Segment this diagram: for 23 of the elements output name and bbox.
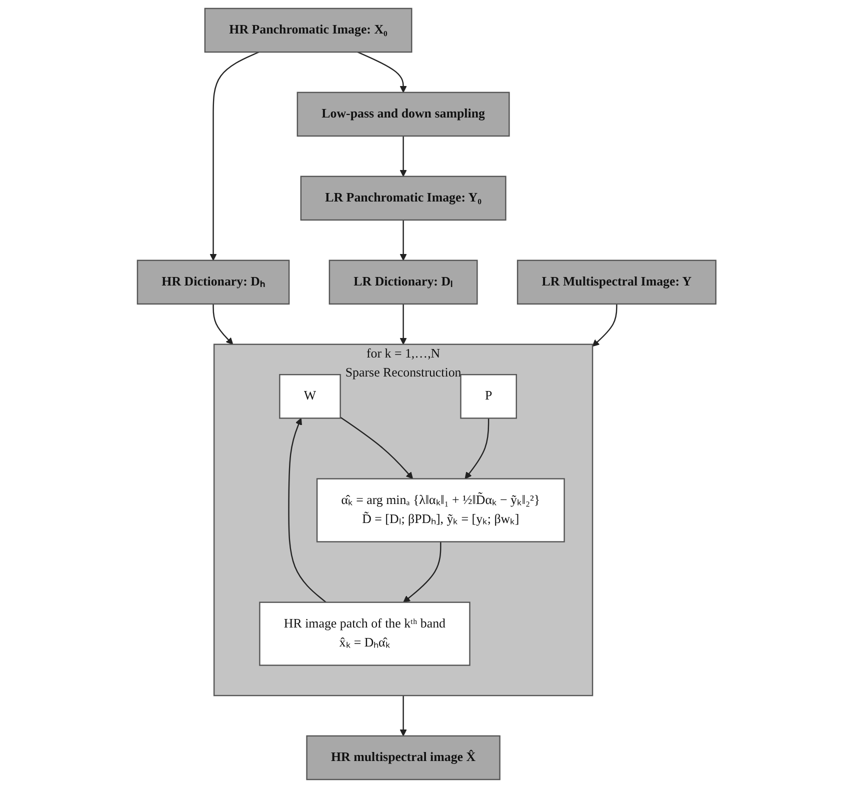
node-box: HR Panchromatic Image: X₀ <box>204 8 413 53</box>
node-box: HR Dictionary: Dₕ <box>137 260 290 305</box>
node-box: LR Dictionary: Dₗ <box>329 260 478 305</box>
arrow <box>210 52 260 261</box>
arrow <box>288 418 327 603</box>
node-box: LR Multispectral Image: Y <box>517 260 717 305</box>
node-box: LR Panchromatic Image: Y₀ <box>300 176 507 221</box>
arrow <box>400 696 408 736</box>
arrow <box>213 304 234 345</box>
arrow <box>400 220 408 261</box>
arrow <box>400 304 408 345</box>
arrow <box>358 52 408 93</box>
arrow <box>592 304 618 347</box>
node-box: P <box>460 374 518 419</box>
node-box: Low-pass and down sampling <box>297 92 510 137</box>
node-box: W <box>279 374 342 419</box>
node-box: HR multispectral image X̂ <box>306 735 501 780</box>
node-box: α̂ₖ = arg minₐ {λ‖αₖ‖₁ + ½‖D̃αₖ − ỹₖ‖₂²} D̃ = [Dₗ; βPDₕ], ỹₖ = [yₖ; βwₖ] <box>316 478 566 542</box>
arrow <box>340 416 414 480</box>
arrow <box>403 542 442 603</box>
arrow <box>400 136 408 177</box>
arrow <box>465 418 490 480</box>
node-box: HR image patch of the kᵗʰ band x̂ₖ = Dₕα̂ₖ <box>259 602 471 666</box>
